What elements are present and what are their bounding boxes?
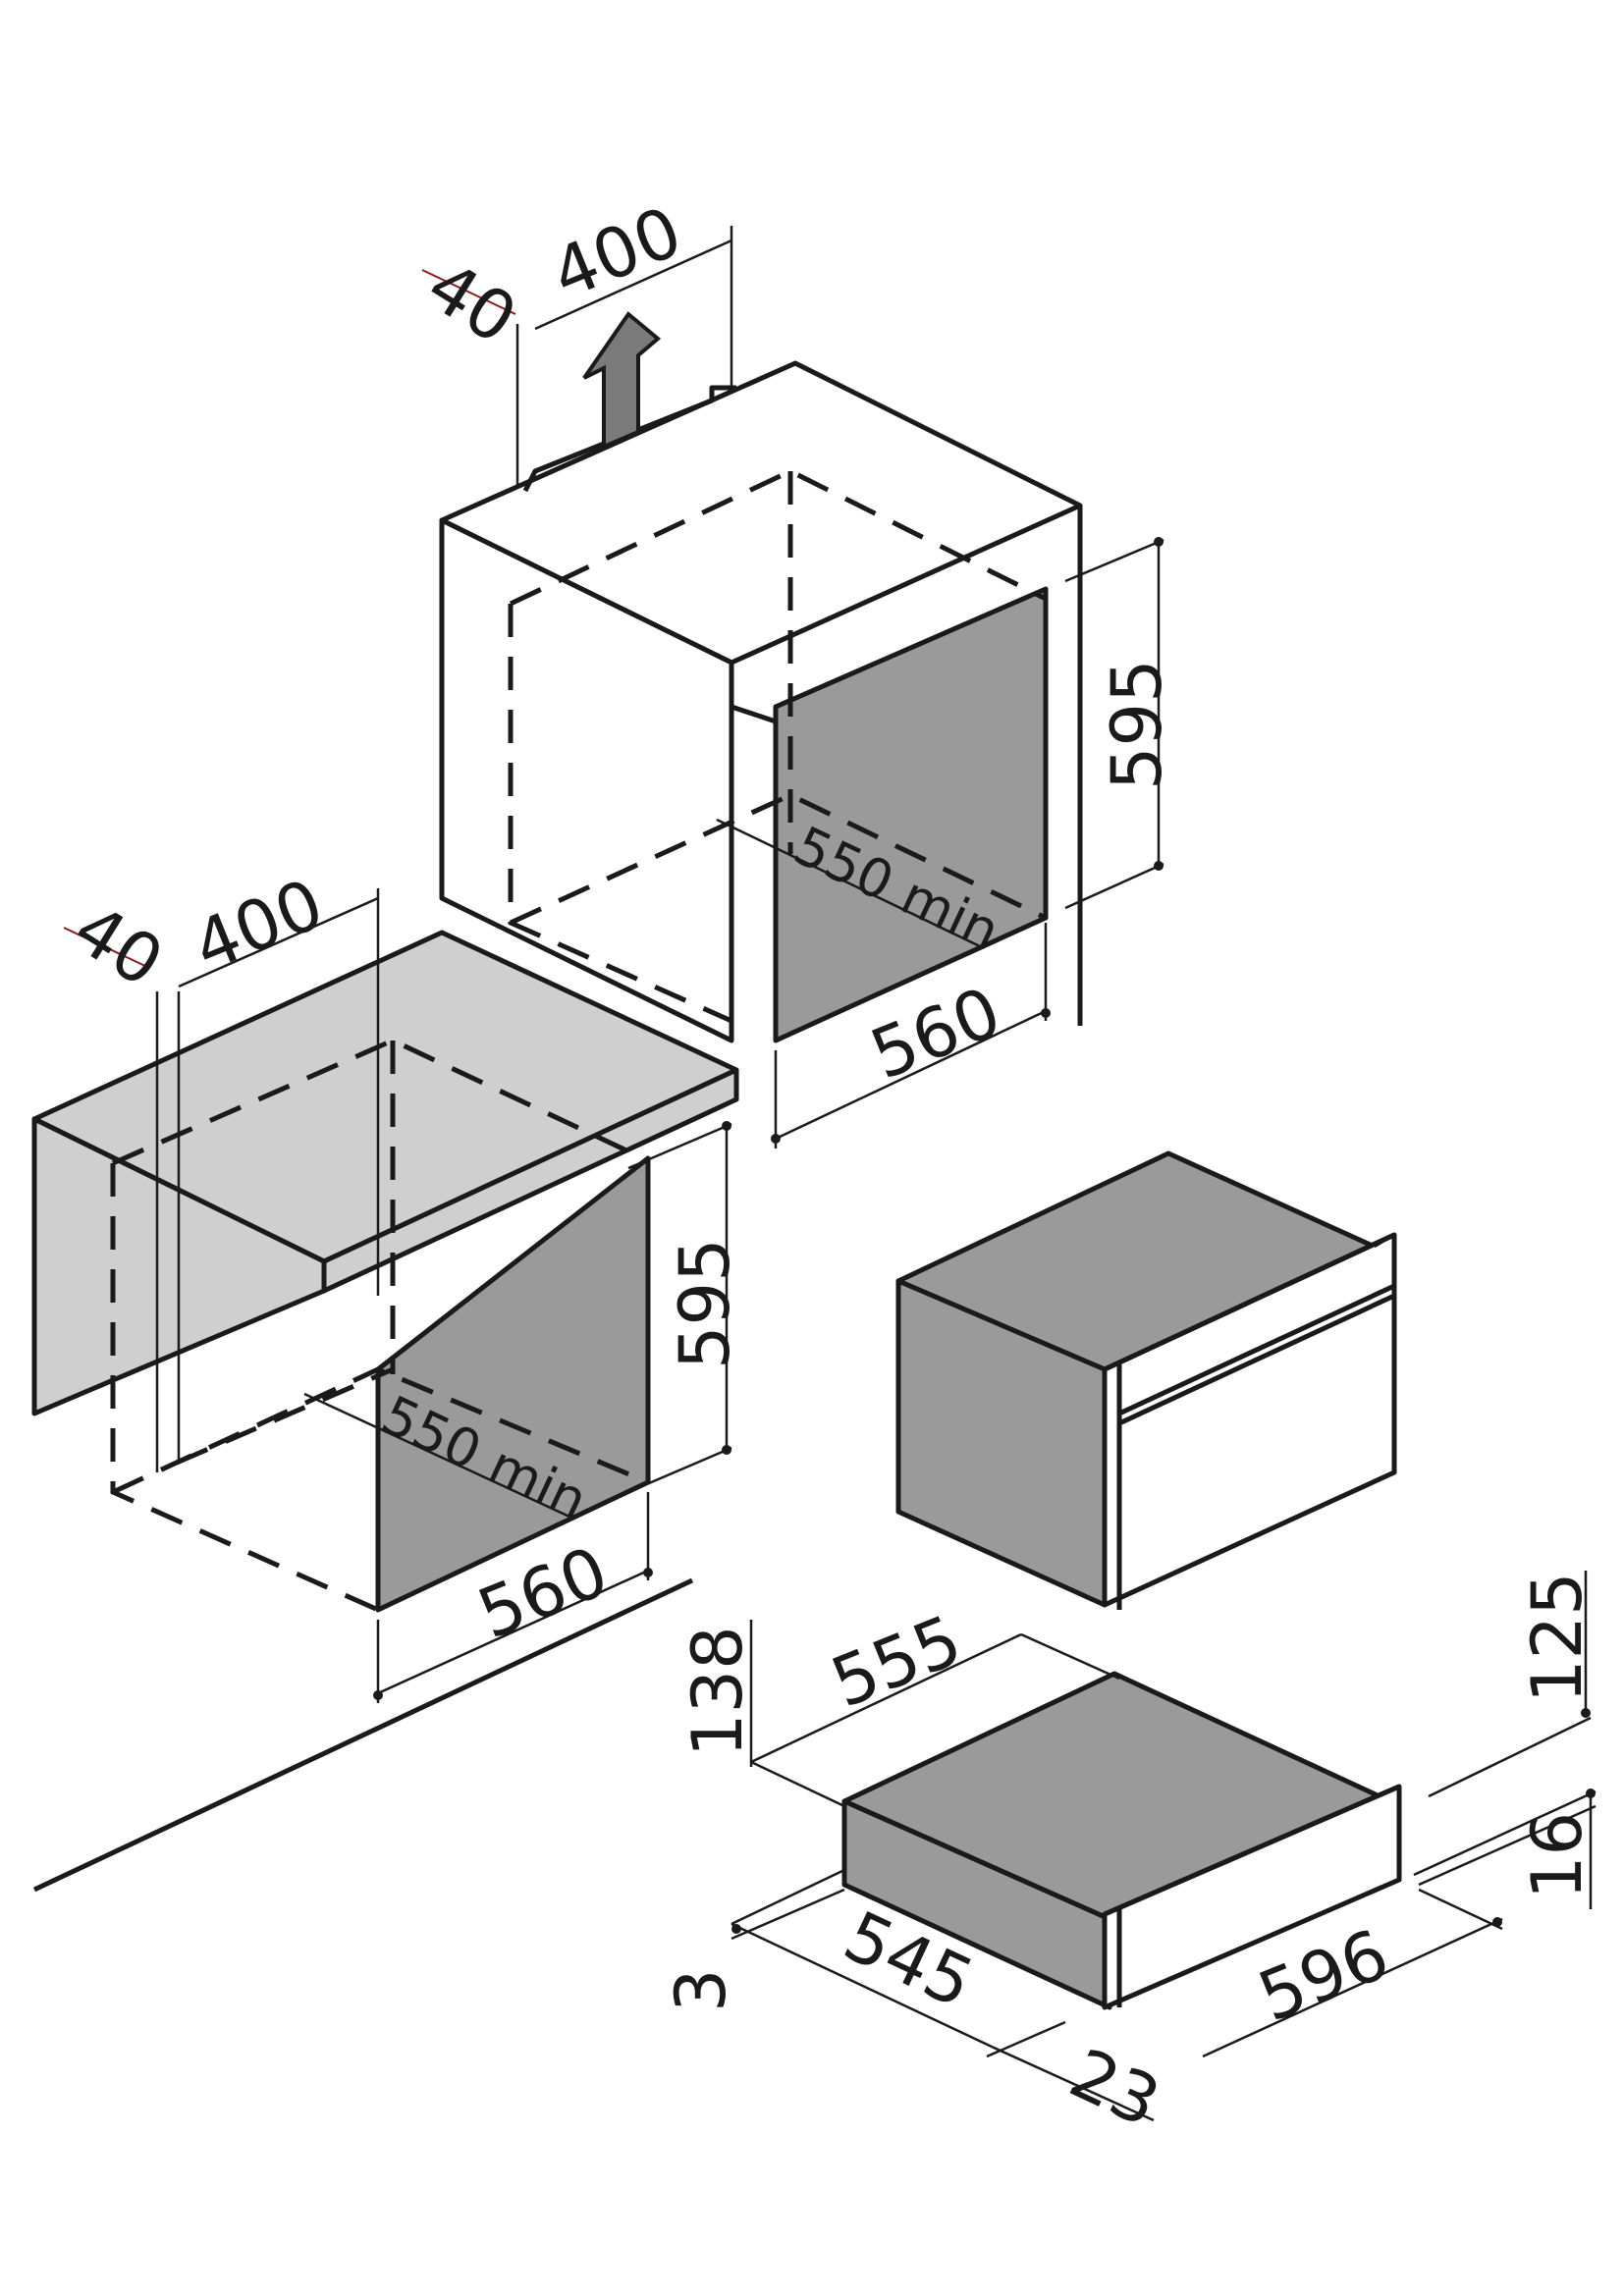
drawer-body-height-label: 125 [1517,1572,1597,1703]
appliance-unit [895,1150,1397,1610]
vent-arrow-icon [582,311,662,451]
upper-height-label: 595 [1097,659,1177,790]
under-counter-cabinet [31,930,739,1613]
upper-cabinet-side [439,517,734,1043]
upper-niche-panel [773,586,1049,1043]
drawer-unit [841,1671,1402,2010]
drawer-side-gap-label: 3 [661,1968,741,2012]
drawer-panel-height-label: 16 [1517,1812,1597,1899]
drawer-total-height-label: 138 [677,1626,758,1757]
under-vent-depth-label: 400 [183,864,335,988]
drawer-front-thickness-label: 23 [1058,2033,1171,2143]
drawer-depth-label: 555 [821,1600,973,1724]
under-gap-label: 40 [60,888,177,1003]
upper-vent-depth-label: 400 [541,191,693,315]
upper-cabinet [439,311,1083,1043]
under-height-label: 595 [665,1238,745,1369]
upper-gap-label: 40 [413,245,530,360]
